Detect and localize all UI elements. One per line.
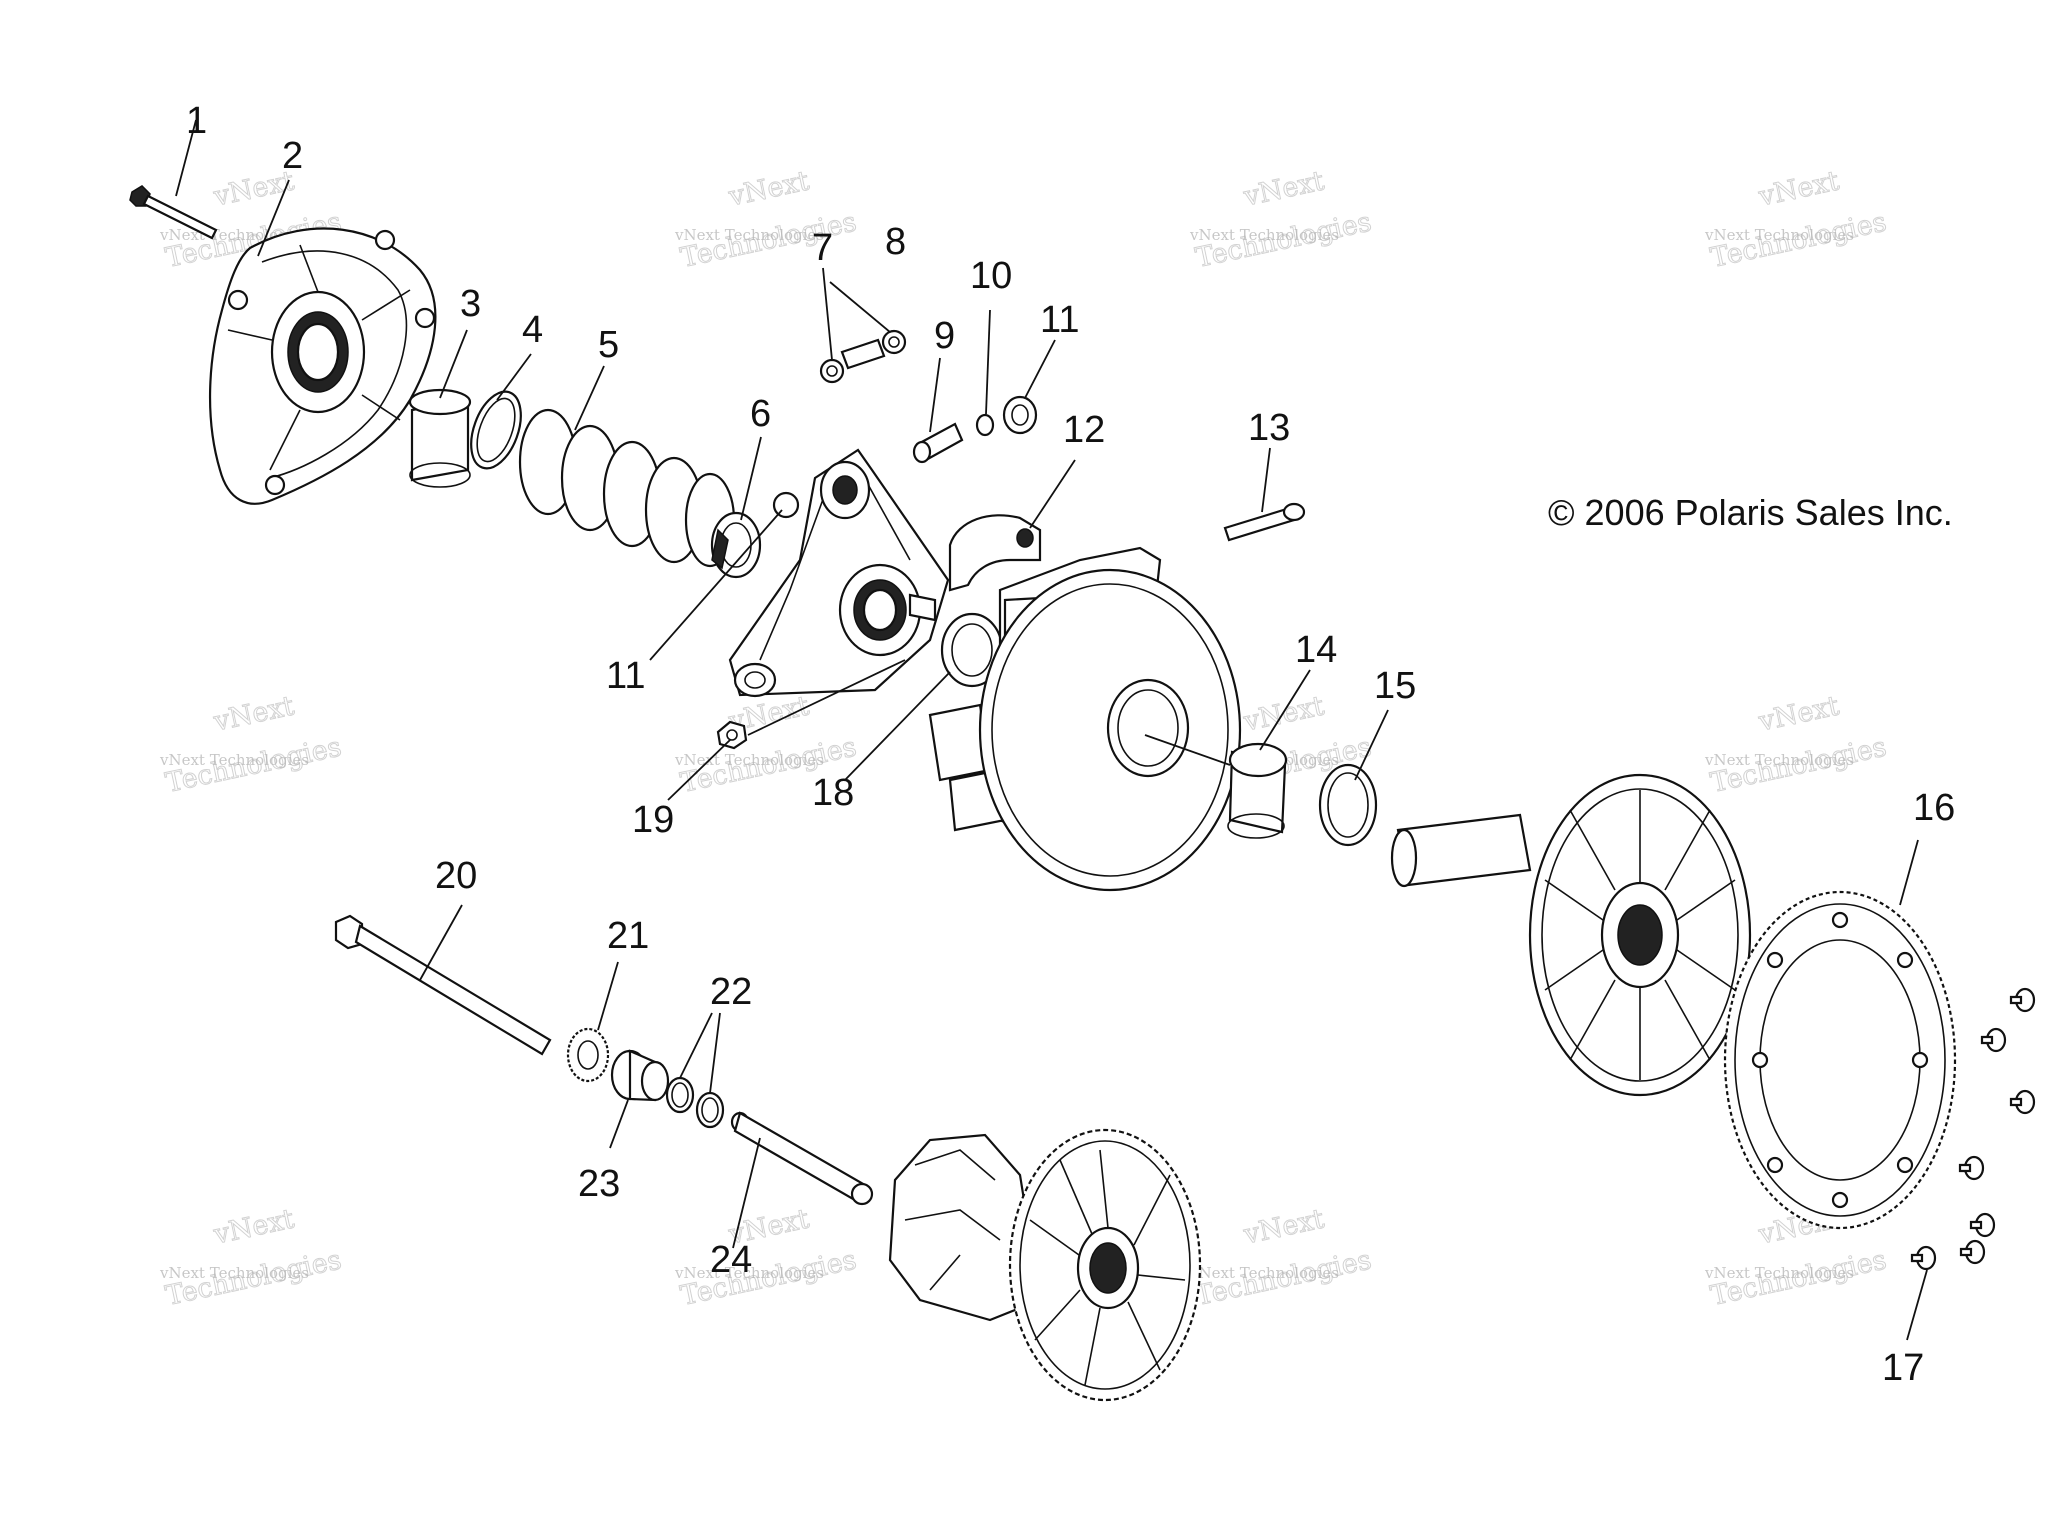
callout-7: 7	[812, 227, 833, 269]
svg-text:Technologies: Technologies	[1708, 207, 1889, 274]
svg-text:vNext: vNext	[1755, 165, 1842, 212]
svg-text:vNext Technologies: vNext Technologies	[674, 226, 824, 244]
svg-text:vNext: vNext	[1240, 165, 1327, 212]
svg-text:Technologies: Technologies	[1708, 732, 1889, 799]
part-washer-10	[975, 413, 995, 437]
callout-2: 2	[282, 135, 303, 177]
svg-text:vNext Technologies: vNext Technologies	[159, 1264, 309, 1282]
copyright-notice: © 2006 Polaris Sales Inc.	[1548, 492, 1953, 533]
part-nut-19	[716, 720, 748, 750]
callout-11b: 11	[606, 655, 645, 697]
callout-11a: 11	[1040, 299, 1079, 341]
part-pin-washers-7-8	[819, 329, 907, 384]
svg-text:Technologies: Technologies	[1708, 1245, 1889, 1312]
part-bushing-23	[610, 1049, 670, 1102]
svg-text:vNext Technologies: vNext Technologies	[674, 751, 824, 769]
svg-text:vNext: vNext	[1240, 1203, 1327, 1250]
part-cup-6	[710, 511, 762, 579]
part-long-bolt-20	[334, 914, 552, 1056]
part-bolt-1	[129, 185, 218, 240]
svg-text:vNext Technologies: vNext Technologies	[1189, 1264, 1339, 1282]
part-star-washer-21	[566, 1027, 610, 1083]
watermark: vNext vNext Technologies Technologies	[1189, 165, 1375, 275]
svg-text:Technologies: Technologies	[1193, 1245, 1374, 1312]
callout-4: 4	[522, 309, 543, 351]
leader-lines	[175, 119, 1928, 1341]
svg-text:vNext: vNext	[725, 165, 812, 212]
part-tube-24	[730, 1111, 874, 1206]
watermark: vNext vNext Technologies Technologies	[1704, 165, 1890, 275]
part-o-rings-22	[665, 1076, 725, 1129]
sheave-spokes	[1544, 790, 1736, 1080]
part-screws-17	[1910, 987, 2036, 1271]
part-bushing-14	[1227, 742, 1288, 839]
callout-20: 20	[435, 855, 477, 897]
svg-text:vNext Technologies: vNext Technologies	[674, 1264, 824, 1282]
callout-6: 6	[750, 393, 771, 435]
part-bushing-3	[408, 388, 472, 488]
part-snap-ring-4	[470, 390, 522, 470]
svg-text:vNext: vNext	[1755, 690, 1842, 737]
callout-19: 19	[632, 799, 674, 841]
watermark: vNext vNext Technologies Technologies	[674, 1203, 860, 1313]
part-ring-gear-16	[1723, 890, 1957, 1230]
part-pin-9	[912, 422, 964, 464]
svg-text:vNext Technologies: vNext Technologies	[1704, 226, 1854, 244]
part-weight-12	[948, 514, 1042, 592]
part-fixed-sheave	[1390, 773, 1752, 1097]
svg-text:vNext: vNext	[210, 690, 297, 737]
callout-8: 8	[885, 221, 906, 263]
callout-9: 9	[934, 315, 955, 357]
svg-text:vNext Technologies: vNext Technologies	[1704, 751, 1854, 769]
part-spring-5	[518, 408, 736, 568]
svg-text:Technologies: Technologies	[678, 1245, 859, 1312]
watermark: vNext vNext Technologies Technologies	[1189, 1203, 1375, 1313]
callout-18: 18	[812, 772, 854, 814]
watermark: vNext vNext Technologies Technologies	[159, 1203, 345, 1313]
callout-23: 23	[578, 1163, 620, 1205]
svg-text:Technologies: Technologies	[163, 1245, 344, 1312]
part-pin-13	[1223, 502, 1306, 542]
callout-24: 24	[710, 1239, 752, 1281]
part-movable-sheave	[928, 546, 1242, 892]
callout-labels: 1 2 3 4 5 6 7 8 9 10 11 11 12 13 14 15 1…	[186, 100, 1955, 1389]
callout-13: 13	[1248, 407, 1290, 449]
svg-text:vNext Technologies: vNext Technologies	[1189, 226, 1339, 244]
watermark: vNext vNext Technologies Technologies	[1704, 690, 1890, 800]
callout-3: 3	[460, 283, 481, 325]
svg-text:vNext Technologies: vNext Technologies	[1704, 1264, 1854, 1282]
callout-17: 17	[1882, 1347, 1924, 1389]
svg-text:Technologies: Technologies	[163, 732, 344, 799]
callout-12: 12	[1063, 409, 1105, 451]
part-spider-arm	[728, 448, 950, 698]
svg-text:Technologies: Technologies	[1193, 207, 1374, 274]
callout-16: 16	[1913, 787, 1955, 829]
svg-text:vNext: vNext	[1240, 690, 1327, 737]
watermark: vNext vNext Technologies Technologies	[159, 690, 345, 800]
part-assembled-clutch	[888, 1128, 1202, 1402]
callout-14: 14	[1295, 629, 1337, 671]
callout-1: 1	[186, 100, 207, 142]
part-cover-plate-2	[208, 227, 437, 505]
part-seal-15	[1318, 763, 1378, 847]
callout-15: 15	[1374, 665, 1416, 707]
callout-5: 5	[598, 324, 619, 366]
svg-text:vNext: vNext	[210, 1203, 297, 1250]
svg-text:vNext Technologies: vNext Technologies	[159, 751, 309, 769]
callout-10: 10	[970, 255, 1012, 297]
callout-22: 22	[710, 971, 752, 1013]
callout-21: 21	[607, 915, 649, 957]
